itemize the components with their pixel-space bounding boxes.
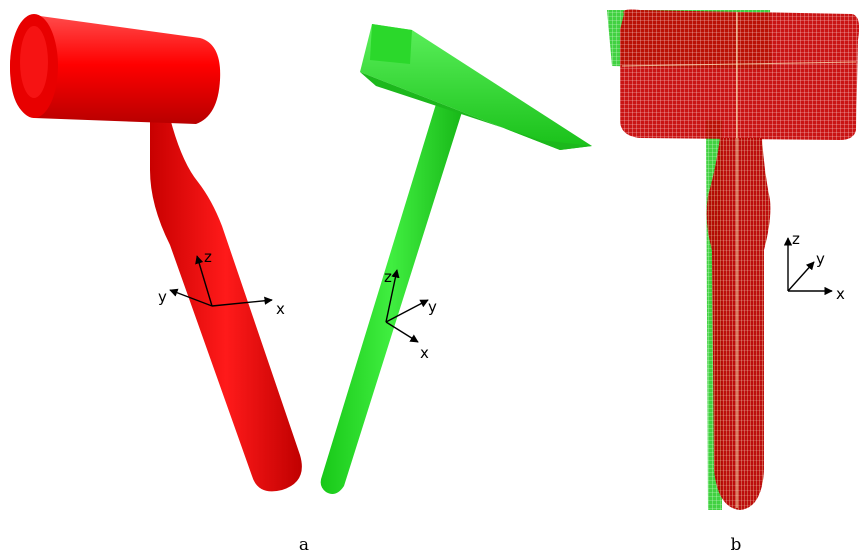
- mallet-axes: x z y: [158, 248, 285, 318]
- hammer-head-top: [360, 24, 592, 150]
- panel-b: x z y b: [607, 9, 859, 554]
- axis-label-x: x: [420, 344, 429, 362]
- axis-label-x: x: [836, 285, 845, 303]
- hammer-axes: z y x: [384, 268, 437, 362]
- axis-label-y: y: [158, 288, 167, 306]
- mallet: [10, 14, 302, 492]
- mallet-head: [10, 16, 221, 124]
- axis-label-x: x: [276, 300, 285, 318]
- axis-label-z: z: [204, 248, 212, 266]
- axis-label-y: y: [428, 298, 437, 316]
- axis-label-y: y: [816, 250, 825, 268]
- axis-label-z: z: [792, 230, 800, 248]
- mallet-mesh-head: [620, 9, 859, 140]
- panel-label-a: a: [299, 535, 309, 554]
- mallet-mesh: [607, 9, 859, 510]
- panel-label-b: b: [731, 535, 742, 554]
- hammer: [320, 24, 592, 494]
- mallet-mesh-handle: [706, 138, 771, 510]
- mesh-axes: x z y: [783, 230, 845, 303]
- mallet-handle: [150, 108, 302, 492]
- panel-a: x z y z y x a: [10, 14, 592, 554]
- axis-label-z: z: [384, 268, 392, 286]
